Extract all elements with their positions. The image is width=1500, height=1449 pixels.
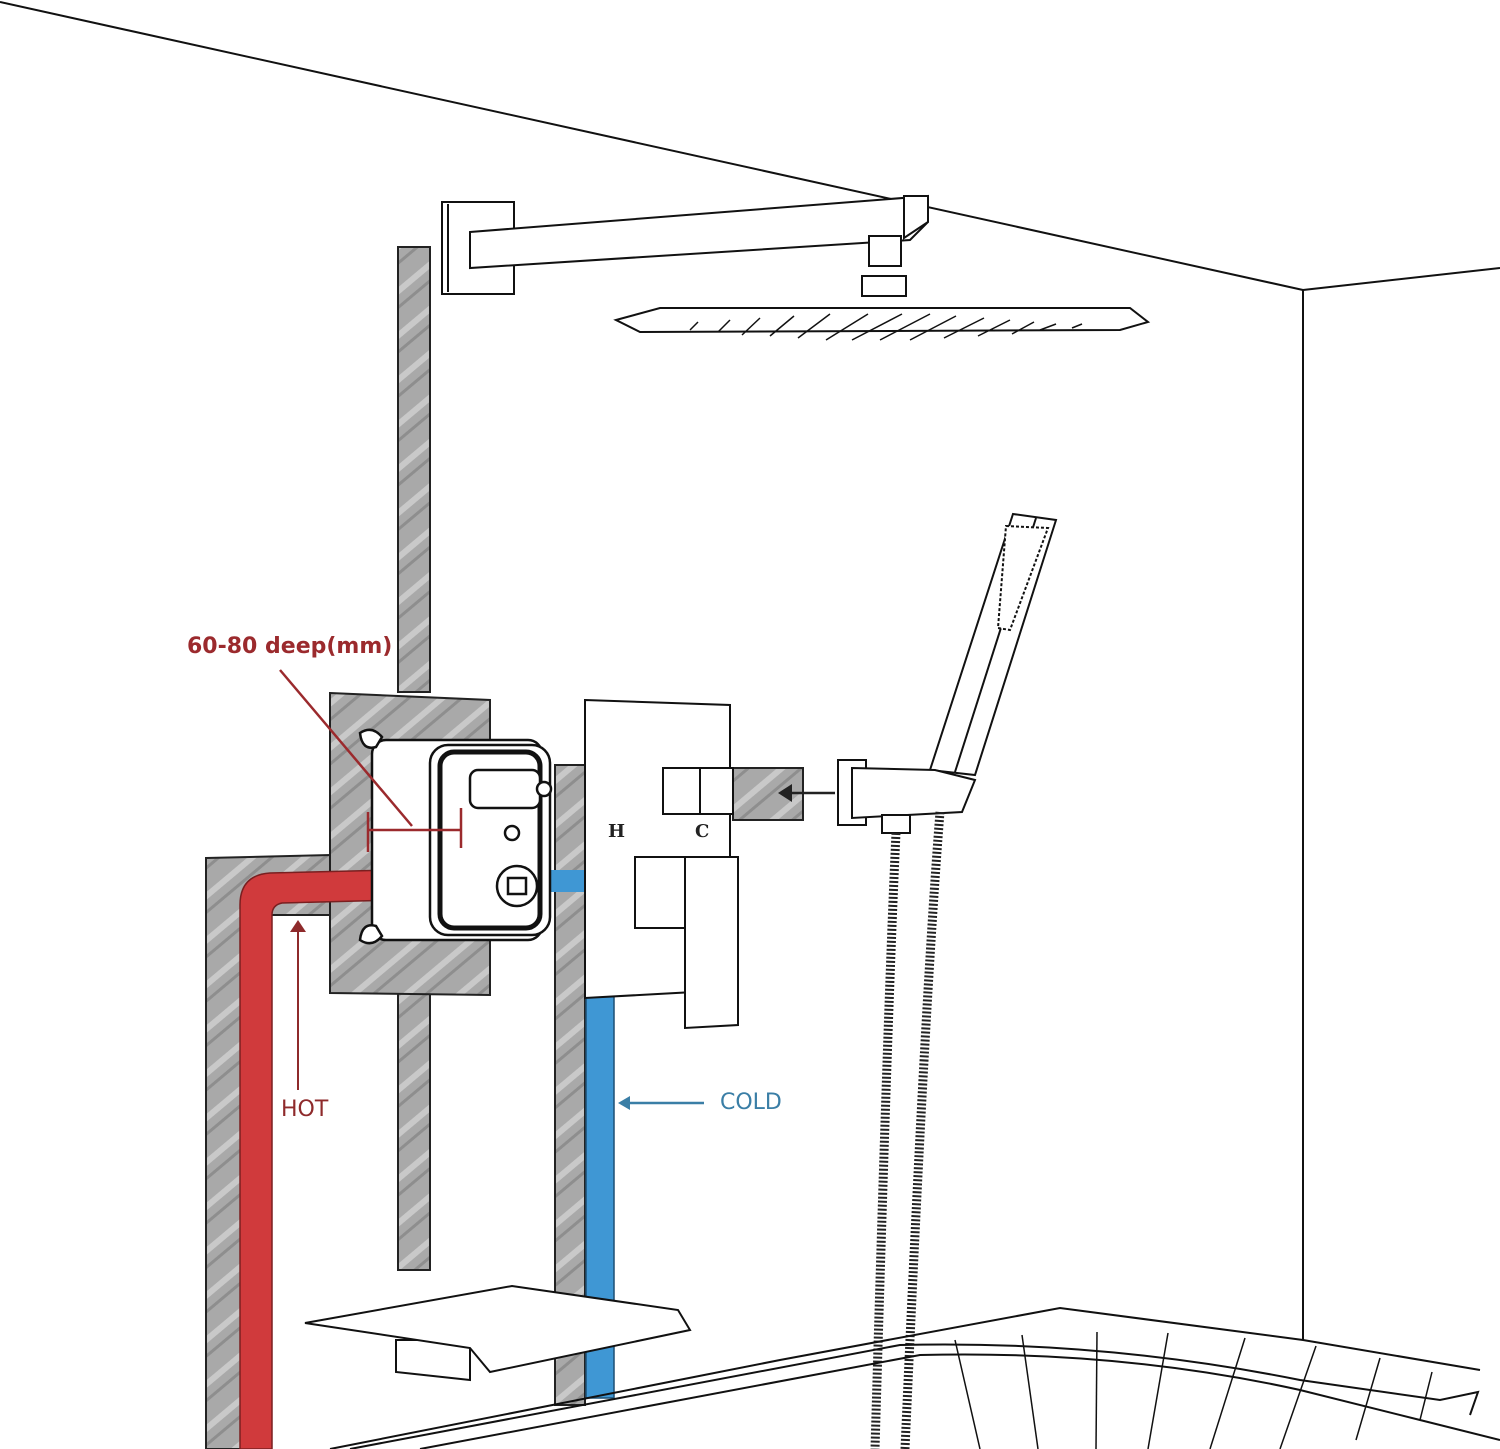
tub-spout xyxy=(304,1284,692,1382)
hand-shower xyxy=(837,512,1058,834)
hot-mark-label: H xyxy=(608,821,626,842)
rain-shower-head xyxy=(613,307,1151,341)
bathtub xyxy=(329,1306,1500,1449)
cold-mark-label: C xyxy=(695,821,710,842)
insert-arrow-icon xyxy=(778,784,835,802)
depth-annotation xyxy=(279,669,463,852)
shower-hose xyxy=(870,811,945,1449)
hot-arrow-icon xyxy=(290,920,306,1090)
cold-label: COLD xyxy=(720,1090,782,1115)
hot-label: HOT xyxy=(281,1097,329,1122)
room-outline xyxy=(0,1,1500,1340)
cold-arrow-icon xyxy=(618,1096,704,1110)
valve-trim-plate xyxy=(584,698,739,1030)
rough-in-valve xyxy=(358,728,553,945)
depth-label: 60-80 deep(mm) xyxy=(187,634,393,659)
shower-arm xyxy=(441,194,929,297)
